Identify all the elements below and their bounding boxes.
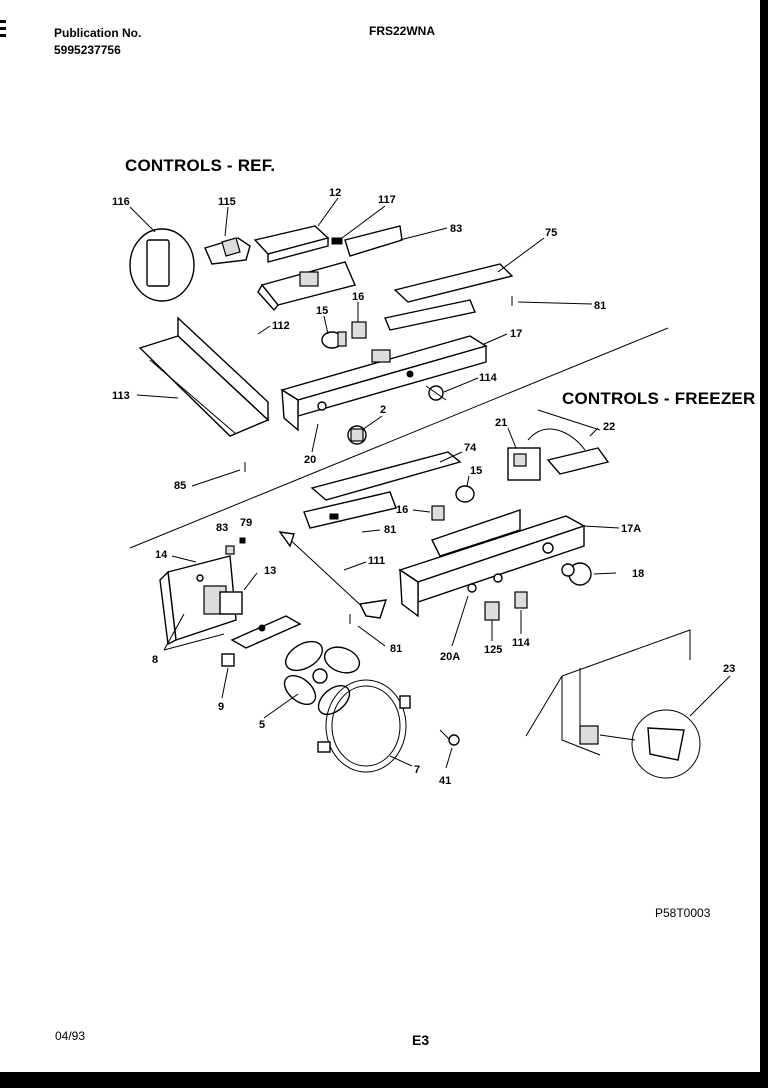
callout-21: 21 xyxy=(495,417,507,429)
callout-16: 16 xyxy=(352,291,364,303)
callout-83-freezer: 83 xyxy=(216,522,228,534)
callout-116: 116 xyxy=(112,196,130,208)
part-41-screw xyxy=(439,729,460,746)
part-83-plate xyxy=(344,225,403,257)
callout-17a: 17A xyxy=(621,523,641,535)
callout-leaders xyxy=(129,197,731,769)
callout-8: 8 xyxy=(152,654,158,666)
callout-2: 2 xyxy=(380,404,386,416)
part-113-cover xyxy=(138,316,270,437)
callout-125: 125 xyxy=(484,644,502,656)
callout-13: 13 xyxy=(264,565,276,577)
callout-16-freezer: 16 xyxy=(396,504,408,516)
model-number: FRS22WNA xyxy=(369,24,436,38)
scan-mark xyxy=(0,27,6,30)
callout-81-freezer-upper: 81 xyxy=(384,524,396,536)
part-15-freezer-bulb xyxy=(455,485,475,503)
part-grommet xyxy=(406,370,414,378)
callout-9: 9 xyxy=(218,701,224,713)
part-16-socket xyxy=(351,321,367,339)
callout-74: 74 xyxy=(464,442,477,454)
part-18-control-knob xyxy=(561,562,592,586)
callout-41: 41 xyxy=(439,775,451,787)
callout-114-freezer: 114 xyxy=(512,637,531,649)
callout-83: 83 xyxy=(450,223,462,235)
callout-112: 112 xyxy=(272,320,290,332)
part-housing-upper xyxy=(257,261,356,312)
callout-12: 12 xyxy=(329,187,341,199)
part-21-thermostat xyxy=(507,447,541,481)
callout-81: 81 xyxy=(594,300,606,312)
callout-23: 23 xyxy=(723,663,735,675)
callout-15: 15 xyxy=(316,305,328,317)
part-2-thermostat-knob xyxy=(347,425,367,445)
callout-114: 114 xyxy=(479,372,498,384)
publication-number: 5995237756 xyxy=(54,43,121,57)
part-12-cover xyxy=(253,225,330,263)
part-83-clip xyxy=(225,545,235,555)
part-8-motor-mount xyxy=(230,615,302,649)
page-number: E3 xyxy=(412,1032,430,1048)
part-15-bulb xyxy=(321,331,347,349)
part-16-freezer-socket xyxy=(431,505,445,521)
part-22-sensor-tube xyxy=(527,409,610,475)
part-14-fan-bracket xyxy=(159,555,237,646)
publication-date: 04/93 xyxy=(55,1029,86,1043)
callout-17: 17 xyxy=(510,328,522,340)
part-13-motor xyxy=(219,591,243,615)
part-125-switch xyxy=(484,601,500,621)
callout-7: 7 xyxy=(414,764,420,776)
part-17a-control-housing xyxy=(398,509,586,618)
part-112-tube xyxy=(218,310,279,370)
section-title-refrigerator-controls: CONTROLS - REF. xyxy=(125,156,276,175)
callout-20a: 20A xyxy=(440,651,460,663)
callout-81-freezer-lower: 81 xyxy=(390,643,402,655)
callout-15-freezer: 15 xyxy=(470,465,482,477)
parts-diagram-sheet: Publication No. 5995237756 FRS22WNA CONT… xyxy=(0,0,760,1072)
callout-5: 5 xyxy=(259,719,265,731)
drawing-number: P58T0003 xyxy=(655,906,711,920)
part-75-sensor-plate xyxy=(384,263,514,331)
part-115-bracket xyxy=(204,237,251,265)
part-17-control-housing xyxy=(280,335,488,432)
callout-75: 75 xyxy=(545,227,557,239)
part-79-screw xyxy=(239,537,246,544)
part-111-drain-tube xyxy=(278,531,388,619)
callout-85: 85 xyxy=(174,480,186,492)
part-114-control-knob xyxy=(425,385,447,401)
callout-79: 79 xyxy=(240,517,252,529)
exploded-view-diagram: 116 115 12 117 83 75 81 16 15 112 17 114… xyxy=(112,187,735,787)
callout-22: 22 xyxy=(603,421,615,433)
part-74-cover xyxy=(303,451,462,529)
scan-mark xyxy=(0,20,6,23)
callout-113: 113 xyxy=(112,390,130,402)
section-divider-line xyxy=(129,327,669,549)
callout-20: 20 xyxy=(304,454,316,466)
part-114-freezer-knob xyxy=(514,591,528,609)
callout-117: 117 xyxy=(378,194,396,206)
scan-mark xyxy=(0,34,6,37)
callout-115: 115 xyxy=(218,196,236,208)
part-23-cabinet-detail xyxy=(525,629,701,779)
callout-14: 14 xyxy=(155,549,168,561)
part-7-fan-shroud xyxy=(317,679,411,773)
part-9-grommet xyxy=(221,653,235,667)
callout-18: 18 xyxy=(632,568,644,580)
callout-111: 111 xyxy=(368,555,385,567)
part-116-light-shield xyxy=(129,228,195,302)
part-5-fan-blade xyxy=(283,640,361,716)
section-title-freezer-controls: CONTROLS - FREEZER xyxy=(562,389,756,408)
part-117-clip xyxy=(331,237,343,245)
publication-label: Publication No. xyxy=(54,26,142,40)
